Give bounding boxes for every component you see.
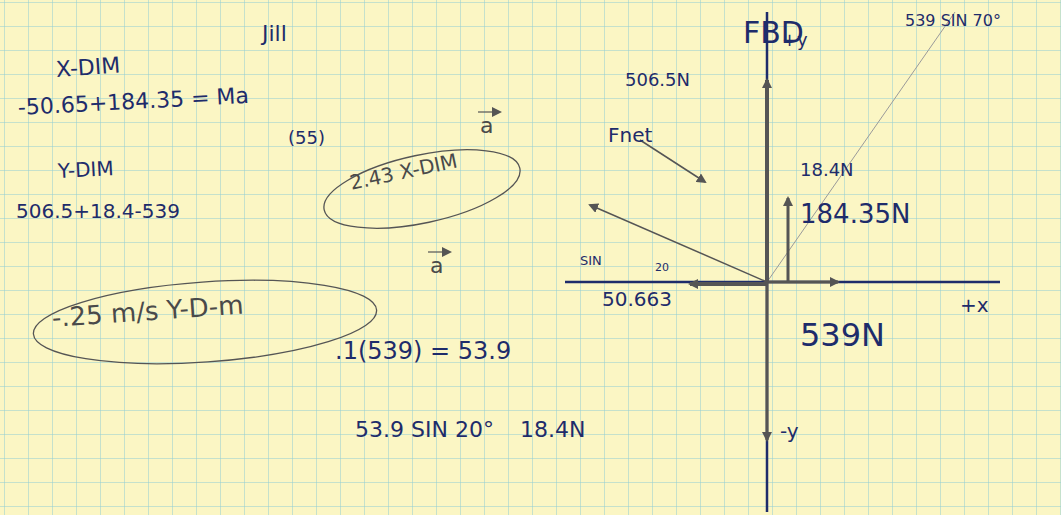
handwritten-note: Jill [262, 22, 287, 46]
handwritten-note: 18.4N [800, 160, 854, 180]
pointer-arrow [640, 140, 705, 182]
pencil-line [767, 12, 955, 282]
handwritten-note: 506.5N [625, 70, 690, 90]
handwritten-note: SIN [580, 254, 602, 268]
answer-circle [317, 135, 527, 243]
handwritten-note: +x [960, 294, 989, 316]
push-arrow [767, 281, 838, 284]
handwritten-note: .1(539) = 53.9 [335, 338, 511, 364]
handwritten-note: +y [782, 30, 808, 50]
handwritten-note: a [480, 114, 493, 138]
handwritten-note: 20 [655, 262, 669, 274]
handwritten-note: a [430, 254, 443, 278]
handwritten-note: Y-DIM [57, 157, 114, 182]
friction-arrow [690, 282, 767, 286]
x-axis [565, 281, 1000, 284]
vector-mark [428, 251, 450, 252]
handwritten-note: (55) [288, 128, 325, 148]
handwritten-note: Fnet [608, 124, 652, 146]
weight-arrow [766, 282, 769, 440]
handwritten-note: -y [780, 420, 799, 442]
handwritten-note: 50.663 [602, 288, 672, 310]
handwritten-note: 506.5+18.4-539 [16, 200, 180, 222]
small-up-arrow [787, 198, 790, 282]
fnet-arrow [590, 205, 767, 282]
handwritten-note: 53.9 SIN 20° [355, 418, 494, 442]
normal-arrow [765, 80, 769, 282]
answer-circle [31, 270, 380, 374]
handwritten-note: X-DIM [55, 54, 121, 83]
handwritten-note: 18.4N [520, 418, 585, 442]
vector-mark [478, 111, 500, 112]
y-axis [766, 12, 769, 512]
handwritten-note: 539 SIN 70° [905, 12, 1001, 30]
handwritten-note: 184.35N [800, 200, 910, 229]
handwritten-note: 539N [800, 318, 885, 353]
